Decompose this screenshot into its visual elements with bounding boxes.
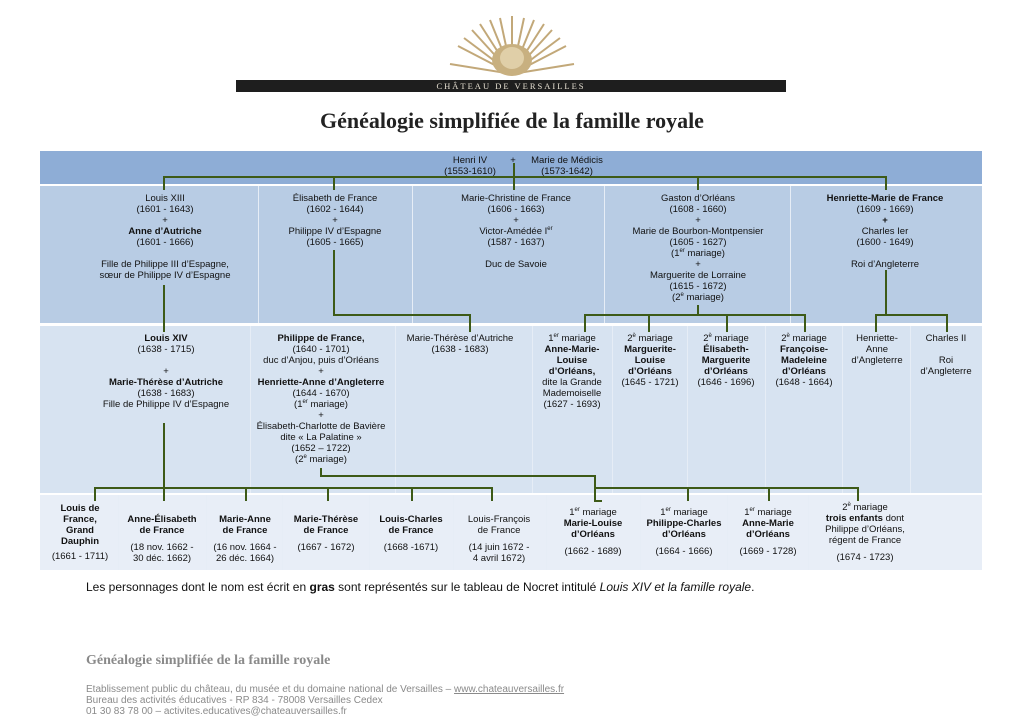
- louis-xiv: Louis XIV(1638 - 1715) +Marie-Thérèse d’…: [102, 333, 230, 410]
- philippe-de-france: Philippe de France,(1640 - 1701) duc d’A…: [256, 333, 386, 465]
- logo-text: CHÂTEAU DE VERSAILLES: [436, 81, 586, 91]
- plus-sign: +: [510, 155, 516, 166]
- elisabeth-marguerite: 2è mariage Élisabeth-Marguerite d’Orléan…: [697, 332, 755, 388]
- marie-christine: Marie-Christine de France(1606 - 1663) +…: [461, 193, 571, 270]
- footer-title: Généalogie simplifiée de la famille roya…: [86, 653, 331, 668]
- legend-note: Les personnages dont le nom est écrit en…: [86, 580, 755, 594]
- marie-therese-dautriche: Marie-Thérèse d’Autriche(1638 - 1683): [406, 333, 514, 355]
- generation-1-band: [40, 151, 982, 184]
- footer-line-2: Bureau des activités éducatives - RP 834…: [86, 695, 383, 706]
- marguerite-louise: 2è mariage Marguerite-Louise d’Orléans(1…: [621, 332, 679, 388]
- henri-iv: Henri IV(1553-1610): [444, 155, 496, 177]
- footer-line-1: Etablissement public du château, du musé…: [86, 684, 565, 695]
- sun-emblem-icon: [449, 16, 575, 76]
- francoise-madeleine: 2è mariage Françoise-Madeleine d’Orléans…: [775, 332, 833, 388]
- website-link[interactable]: www.chateauversailles.fr: [454, 684, 565, 695]
- logo-bar: [236, 80, 786, 92]
- gaston-dorleans: Gaston d’Orléans(1608 - 1660) +Marie de …: [632, 193, 764, 303]
- louis-xiii: Louis XIII(1601 - 1643) +Anne d’Autriche…: [99, 193, 231, 281]
- generation-2-band: [40, 186, 982, 323]
- versailles-logo: [430, 12, 594, 82]
- trois-enfants: 2è mariage trois enfants dont Philippe d…: [825, 501, 905, 563]
- generation-3-band: [40, 326, 982, 493]
- footer-line-3: 01 30 83 78 00 – activites.educatives@ch…: [86, 706, 347, 717]
- elisabeth-de-france: Élisabeth de France(1602 - 1644) +Philip…: [288, 193, 382, 248]
- marie-de-medicis: Marie de Médicis(1573-1642): [531, 155, 603, 177]
- generation-4-band: [40, 495, 982, 570]
- henriette-marie: Henriette-Marie de France(1609 - 1669) +…: [826, 193, 944, 270]
- anne-marie-louise: 1er mariage Anne-Marie-Louise d’Orléans,…: [542, 332, 602, 410]
- henriette-anne: Henriette-Anne d’Angleterre: [851, 333, 903, 366]
- page-title: Généalogie simplifiée de la famille roya…: [320, 108, 704, 133]
